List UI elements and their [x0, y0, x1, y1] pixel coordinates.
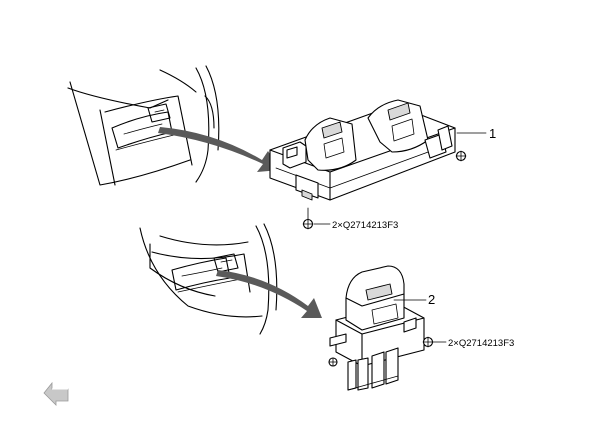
passenger-switch-bolts — [328, 336, 434, 367]
front-door-illustration — [67, 65, 220, 186]
callout-2-group: 2 — [393, 292, 435, 307]
arrow-to-master-switch — [158, 127, 280, 172]
passenger-window-switch — [329, 265, 425, 391]
back-arrow-icon[interactable] — [43, 381, 69, 406]
arrow-to-passenger-switch — [216, 270, 322, 318]
bolt-spec-1-group: 2×Q2714213F3 — [313, 220, 398, 231]
callout-2-label: 2 — [428, 292, 435, 307]
callout-1-label: 1 — [489, 126, 496, 141]
bolt-spec-2-label: 2×Q2714213F3 — [448, 338, 514, 349]
bolt-spec-1-label: 2×Q2714213F3 — [332, 220, 398, 231]
master-switch-bolts — [302, 150, 467, 230]
master-window-switch — [269, 99, 456, 201]
rear-door-illustration — [139, 223, 278, 335]
bolt-spec-2-group: 2×Q2714213F3 — [432, 338, 514, 349]
callout-1-group: 1 — [456, 126, 496, 141]
